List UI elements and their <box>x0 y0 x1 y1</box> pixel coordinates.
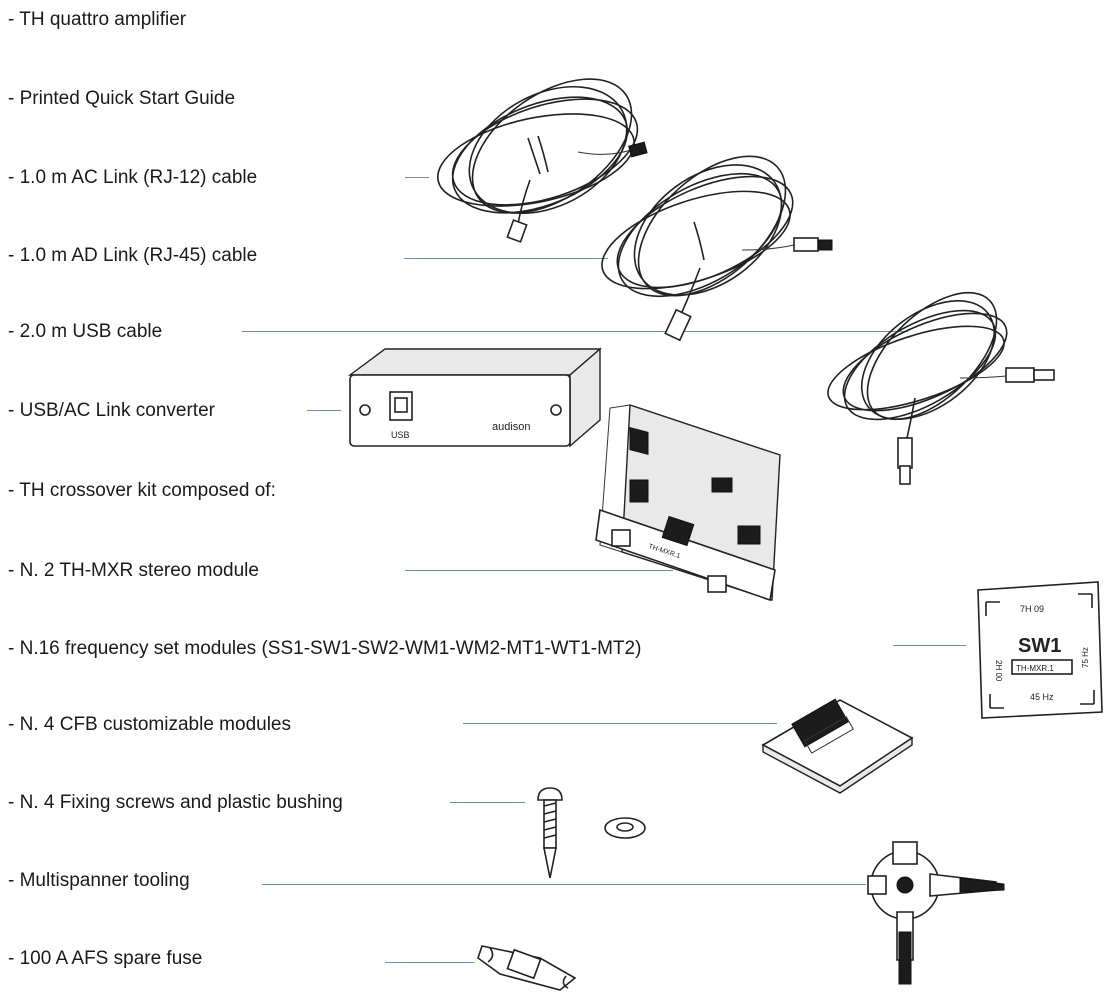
card-right: 75 Hz <box>1081 647 1090 668</box>
leader-screws <box>450 802 525 803</box>
card-left: 2H 00 <box>994 660 1003 682</box>
screw-and-bushing-image <box>537 787 646 879</box>
leader-ac-link <box>405 177 429 178</box>
leader-converter <box>307 410 341 411</box>
leader-mxr <box>405 570 673 571</box>
item-fixing-screws: - N. 4 Fixing screws and plastic bushing <box>8 792 343 813</box>
item-multispanner: - Multispanner tooling <box>8 870 190 891</box>
leader-ad-link <box>404 258 608 259</box>
item-frequency-modules: - N.16 frequency set modules (SS1-SW1-SW… <box>8 638 642 659</box>
item-ac-link-cable: - 1.0 m AC Link (RJ-12) cable <box>8 167 258 188</box>
card-top: 7H 09 <box>1020 604 1044 614</box>
ad-link-cable-image <box>601 155 833 342</box>
card-bottom: 45 Hz <box>1030 692 1054 702</box>
card-name: SW1 <box>1018 635 1061 657</box>
leader-cfb <box>463 723 777 724</box>
multispanner-image <box>867 841 1005 985</box>
converter-brand: audison <box>492 421 531 433</box>
usb-ac-converter-image: USB audison <box>347 347 602 448</box>
usb-cable-image <box>827 291 1055 485</box>
mxr-board-image: TH-MXR.1 <box>595 404 781 602</box>
leader-frequency <box>893 645 966 646</box>
item-spare-fuse: - 100 A AFS spare fuse <box>8 948 203 969</box>
leader-multispanner <box>262 884 866 885</box>
fuse-image <box>477 945 577 991</box>
converter-port-label: USB <box>391 430 410 440</box>
item-ad-link-cable: - 1.0 m AD Link (RJ-45) cable <box>8 245 258 266</box>
item-crossover-kit: - TH crossover kit composed of: <box>8 480 276 501</box>
item-amplifier: - TH quattro amplifier <box>8 9 187 30</box>
item-mxr-module: - N. 2 TH-MXR stereo module <box>8 560 259 581</box>
item-quick-start-guide: - Printed Quick Start Guide <box>8 88 236 109</box>
ac-link-cable-image <box>436 78 648 243</box>
leader-usb-cable <box>242 331 908 332</box>
frequency-module-image: 7H 09 SW1 TH-MXR.1 45 Hz 2H 00 75 Hz <box>977 581 1103 719</box>
leader-fuse <box>385 962 474 963</box>
item-cfb-modules: - N. 4 CFB customizable modules <box>8 714 291 735</box>
item-usb-cable: - 2.0 m USB cable <box>8 321 163 342</box>
item-usb-ac-converter: - USB/AC Link converter <box>8 400 215 421</box>
cfb-module-image <box>761 698 914 794</box>
card-model: TH-MXR.1 <box>1016 664 1054 673</box>
